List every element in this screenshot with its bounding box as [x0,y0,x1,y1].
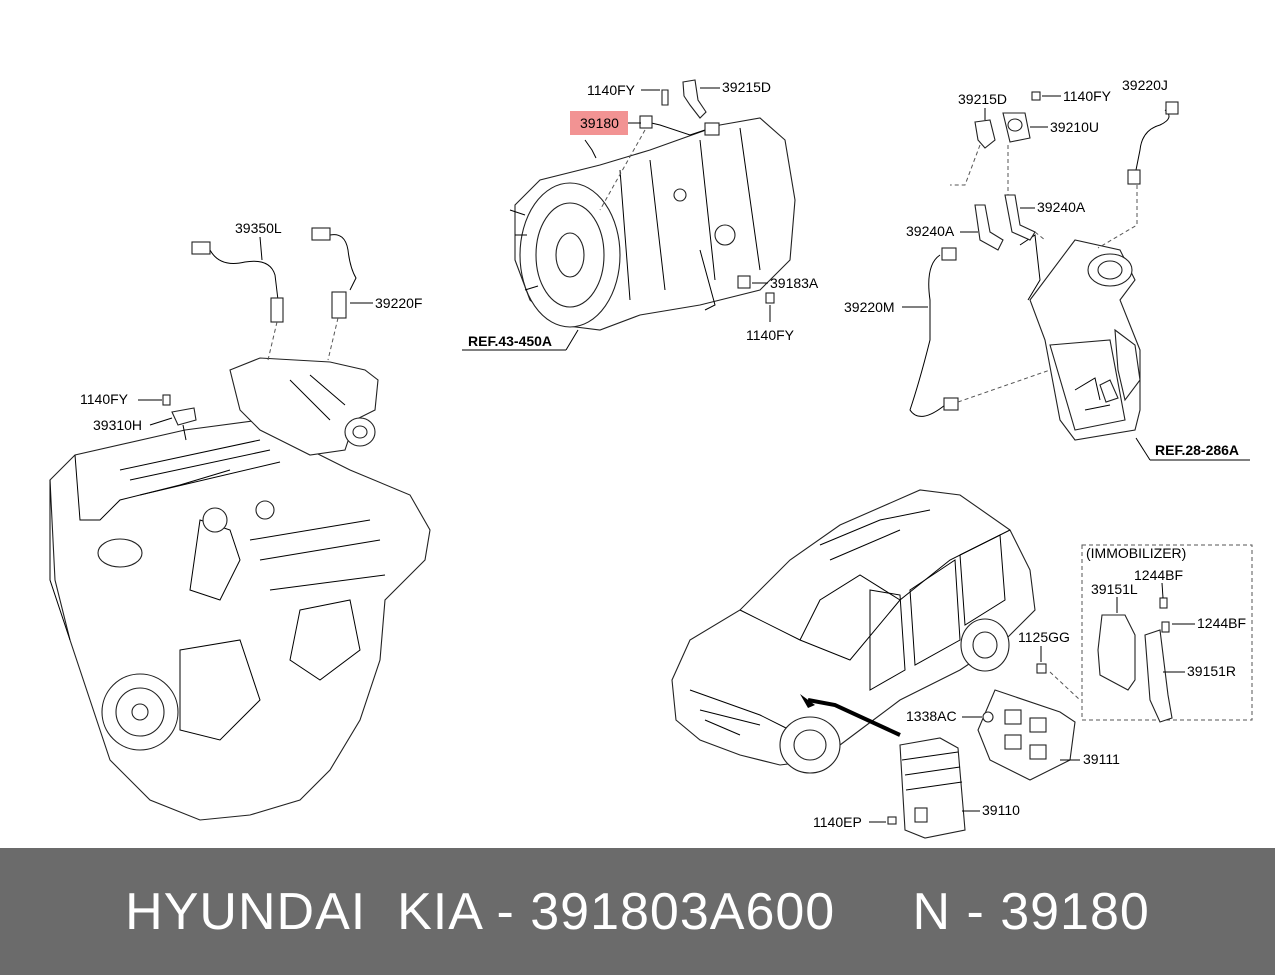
label-39350L: 39350L [235,220,282,236]
label-immobilizer: (IMMOBILIZER) [1086,545,1186,561]
label-1140FY-mid: 1140FY [746,327,795,343]
sensor-39220J[interactable] [1097,101,1179,249]
label-39220F: 39220F [375,295,422,311]
sensor-39220M[interactable] [909,247,1051,417]
vehicle-illustration [671,489,1036,774]
label-39215D-right: 39215D [958,91,1007,107]
diagram-svg: 1140FY 39215D 39180 39183A 1140FY REF.43… [49,77,1253,839]
sensor-39350L[interactable] [191,241,284,361]
bracket-39151L[interactable] [1097,614,1136,691]
label-39240A-a: 39240A [1037,199,1086,215]
label-39183A: 39183A [770,275,819,291]
label-39180[interactable]: 39180 [580,115,619,131]
label-1244BF-a: 1244BF [1134,567,1183,583]
label-1140FY-right: 1140FY [1063,88,1112,104]
bolts-1244BF[interactable] [1159,597,1170,633]
label-39151R: 39151R [1187,663,1236,679]
transmission-illustration [509,117,796,331]
ref-43-450A: REF.43-450A [468,333,552,349]
nut-1338AC[interactable] [982,711,994,723]
bolt-1140EP[interactable] [887,816,897,825]
bolt-1140FY-right[interactable] [1031,91,1041,101]
bracket-39151R[interactable] [1144,629,1173,723]
sensor-39310H[interactable] [162,394,197,441]
label-39215D-top: 39215D [722,79,771,95]
label-1338AC: 1338AC [906,708,957,724]
turbo-manifold [229,357,379,456]
label-39240A-b: 39240A [906,223,955,239]
catalytic-converter-illustration [1019,234,1141,441]
sensor-39180[interactable] [584,115,720,211]
label-39210U: 39210U [1050,119,1099,135]
highlight-box [570,111,628,135]
label-1125GG: 1125GG [1018,629,1070,645]
ref-28-286A: REF.28-286A [1155,442,1239,458]
label-39151L: 39151L [1091,581,1138,597]
label-1244BF-b: 1244BF [1197,615,1246,631]
part-number-footer: HYUNDAI KIA - 391803A600 N - 39180 [0,848,1275,975]
label-39310H: 39310H [93,417,142,433]
label-1140FY-top: 1140FY [587,82,636,98]
sensor-39210U[interactable] [1002,112,1031,143]
sensor-39220F[interactable] [311,227,357,361]
part-number-text: HYUNDAI KIA - 391803A600 N - 39180 [125,882,1150,941]
label-39110: 39110 [982,802,1020,818]
ecu-39110[interactable] [899,737,966,839]
label-1140EP: 1140EP [813,814,862,830]
clip-39183A[interactable] [737,275,775,304]
label-39111: 39111 [1083,751,1120,767]
label-1140FY-left: 1140FY [80,391,129,407]
label-39220M: 39220M [844,299,895,315]
label-39220J: 39220J [1122,77,1168,93]
parts-diagram: 1140FY 39215D 39180 39183A 1140FY REF.43… [49,77,1253,839]
hose-39240A[interactable] [950,144,1046,251]
bracket-39111[interactable] [977,689,1076,781]
bracket-39215D-right[interactable] [974,119,996,149]
engine-illustration [49,419,431,821]
bracket-39215D-top[interactable] [682,79,707,119]
nut-1125GG[interactable] [1036,663,1081,701]
bolt-1140FY-top[interactable] [661,89,669,106]
